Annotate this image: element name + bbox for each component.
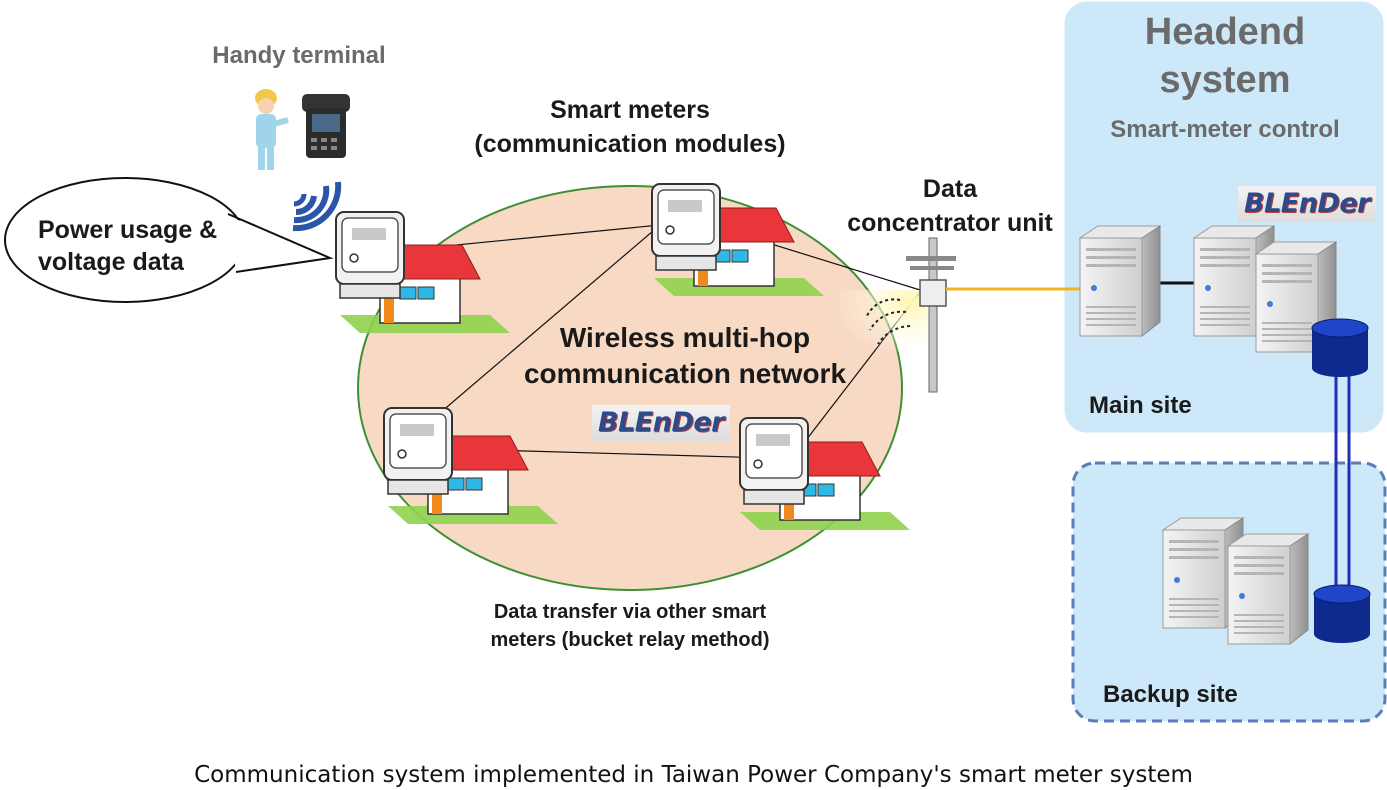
network-label: Wireless multi-hop communication network [490, 320, 880, 392]
smart-meters-label-line2: (communication modules) [474, 130, 786, 158]
speech-bubble-line1: Power usage & [38, 216, 218, 244]
blender-logo-headend: BLEnDer [1238, 186, 1376, 222]
blender-logo-text: BLEnDer [598, 407, 725, 438]
speech-bubble-text: Power usage & voltage data [38, 214, 258, 278]
speech-bubble-line2: voltage data [38, 248, 184, 276]
smart-meter-icon [651, 183, 721, 271]
data-concentrator-label-line2: concentrator unit [847, 209, 1053, 237]
relay-method-label-line2: meters (bucket relay method) [490, 629, 770, 651]
relay-method-label: Data transfer via other smart meters (bu… [450, 598, 810, 654]
backup-site-label: Backup site [1103, 681, 1238, 708]
signal-glow [840, 290, 928, 352]
worker-icon [255, 89, 289, 170]
blender-logo-text: BLEnDer [1244, 188, 1371, 219]
data-concentrator-label-line1: Data [922, 175, 978, 203]
radio-waves-icon [292, 181, 342, 232]
antenna-pole-icon [906, 237, 956, 393]
headend-title-line2: system [1159, 59, 1291, 101]
figure-caption: Communication system implemented in Taiw… [194, 762, 1193, 788]
smart-meter-icon [335, 211, 405, 299]
handheld-terminal-icon [302, 94, 350, 158]
replication-link [1334, 370, 1351, 592]
smart-meters-label: Smart meters (communication modules) [430, 93, 830, 161]
server-icon [1227, 533, 1309, 645]
headend-title-line1: Headend [1144, 11, 1306, 53]
handy-terminal-label: Handy terminal [212, 42, 386, 69]
headend-title: Headend system [1066, 8, 1384, 104]
smart-meter-control-label: Smart-meter control [1110, 116, 1340, 143]
database-icon [1313, 584, 1371, 644]
main-site-label: Main site [1089, 392, 1192, 419]
server-icon [1079, 225, 1161, 337]
relay-method-label-line1: Data transfer via other smart [493, 601, 767, 623]
blender-logo-network: BLEnDer [592, 405, 730, 441]
database-icon [1311, 318, 1369, 378]
data-concentrator-label: Data concentrator unit [830, 172, 1070, 240]
speech-bubble [4, 177, 334, 303]
smart-meter-icon [739, 417, 809, 505]
smart-meter-icon [383, 407, 453, 495]
network-label-line1: Wireless multi-hop [559, 322, 811, 353]
network-label-line2: communication network [523, 358, 847, 389]
smart-meters-label-line1: Smart meters [550, 96, 710, 124]
radio-waves-icon [865, 298, 911, 345]
